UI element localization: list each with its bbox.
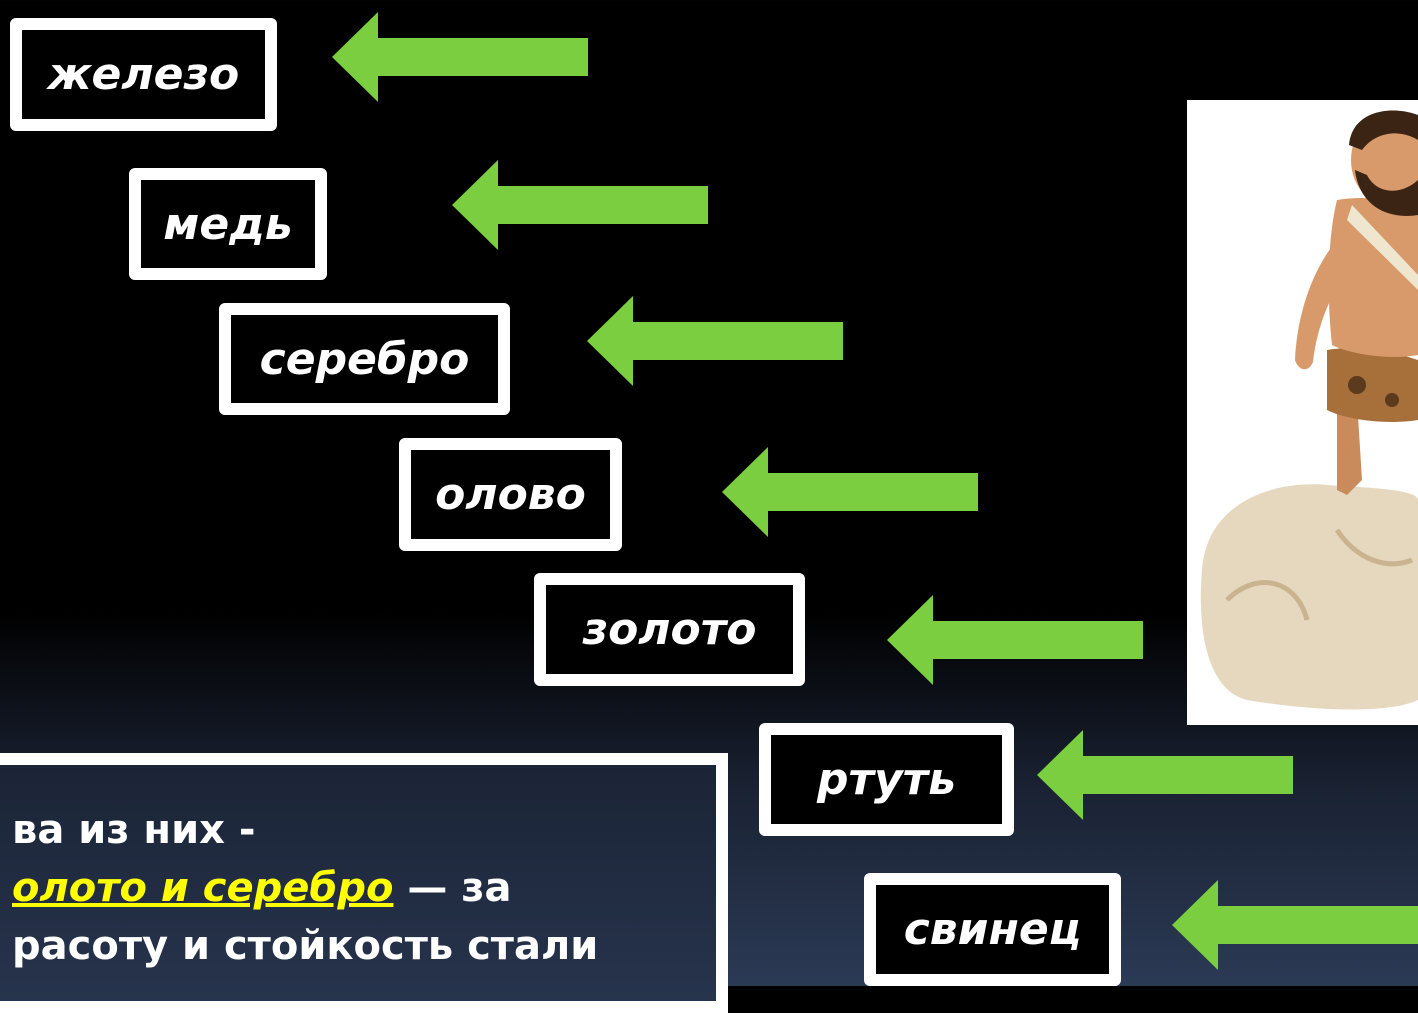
metal-label-text: золото [582,604,757,655]
metal-label-tin: олово [399,438,622,551]
metal-label-text: олово [435,469,586,520]
metal-label-mercury: ртуть [759,723,1014,836]
info-text-box: ва из них - олото и серебро — за расоту … [0,753,728,1013]
info-line-2-rest: — за [393,865,512,911]
info-line-1: ва из них - [0,801,716,859]
metal-label-silver: серебро [219,303,510,415]
left-arrow-icon [587,296,843,386]
left-arrow-icon [1172,880,1418,970]
metal-label-text: железо [47,49,240,100]
metal-label-text: серебро [259,333,470,385]
metal-label-text: медь [163,198,293,250]
info-line-1-text: ва из них - [12,807,256,853]
metal-label-text: свинец [903,904,1082,955]
info-line-3-text: расоту и стойкость стали [12,923,599,969]
caveman-illustration [1187,100,1418,725]
metal-label-gold: золото [534,573,805,686]
left-arrow-icon [887,595,1143,685]
left-arrow-icon [332,12,588,102]
metal-label-text: ртуть [816,754,956,805]
info-line-2: олото и серебро — за [0,859,716,917]
left-arrow-icon [452,160,708,250]
metal-label-iron: железо [10,18,277,131]
left-arrow-icon [722,447,978,537]
caveman-figure [1200,110,1418,710]
metal-label-copper: медь [129,168,327,280]
left-arrow-icon [1037,730,1293,820]
info-line-3: расоту и стойкость стали [0,917,716,975]
metal-label-lead: свинец [864,873,1121,986]
highlighted-metals: олото и серебро [12,865,394,911]
